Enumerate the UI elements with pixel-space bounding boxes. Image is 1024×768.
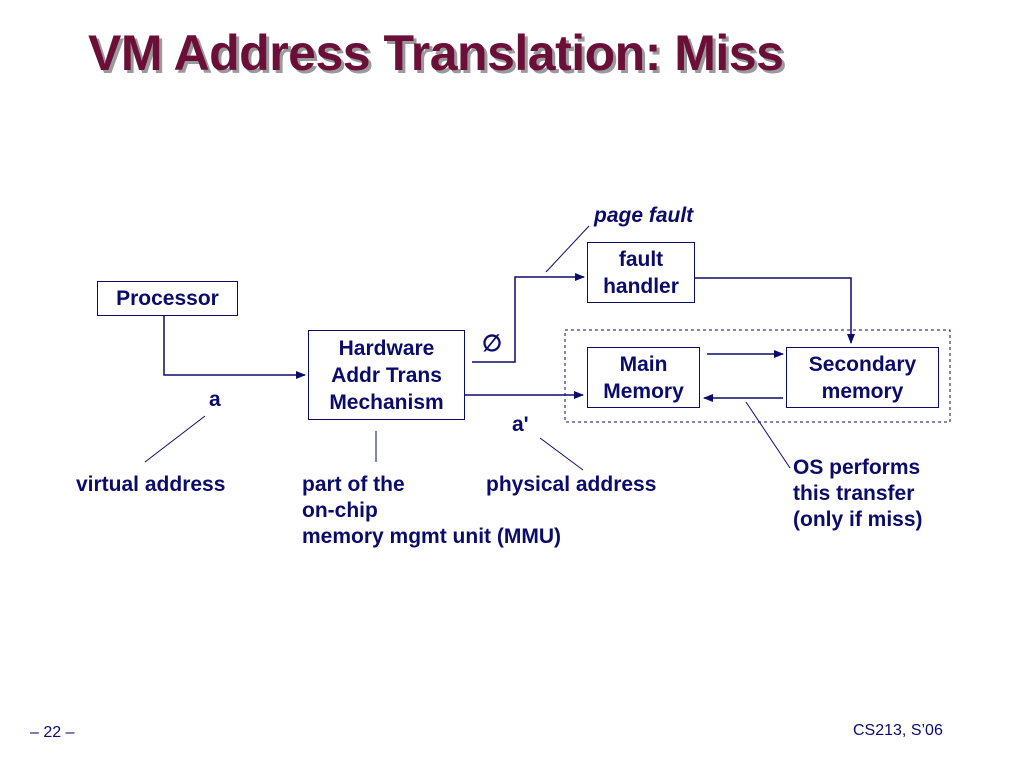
memory-region-outline [564, 329, 951, 423]
os-transfer-label: OS performs this transfer (only if miss) [793, 456, 923, 531]
os-transfer-leader [745, 401, 791, 469]
mmu-note-label: part of the on-chip memory mgmt unit (MM… [302, 473, 561, 548]
null-symbol: ∅ [482, 330, 503, 356]
mmu-to-fault-handler-arrow [472, 273, 585, 363]
physical-address-label: physical address [486, 473, 657, 496]
main-memory-box: Main Memory [587, 347, 700, 408]
page-fault-leader [545, 225, 590, 273]
slide-title: VM Address Translation: Miss [88, 25, 784, 81]
mmu-box: Hardware Addr Trans Mechanism [308, 330, 465, 420]
processor-box: Processor [97, 281, 238, 316]
secondary-memory-box: Secondary memory [786, 347, 939, 408]
processor-to-mmu-arrow [163, 316, 306, 379]
fault-handler-to-secondary-arrow [695, 277, 855, 344]
fault-handler-box: fault handler [587, 242, 695, 303]
page-number: – 22 – [30, 724, 75, 741]
virtual-address-a-label: a [209, 388, 221, 411]
physical-address-a-prime-label: a' [512, 413, 529, 436]
virtual-address-leader [144, 415, 206, 463]
course-label: CS213, S’06 [853, 722, 943, 739]
physical-address-leader [539, 437, 584, 471]
page-fault-label: page fault [594, 204, 694, 227]
virtual-address-label: virtual address [76, 473, 226, 496]
